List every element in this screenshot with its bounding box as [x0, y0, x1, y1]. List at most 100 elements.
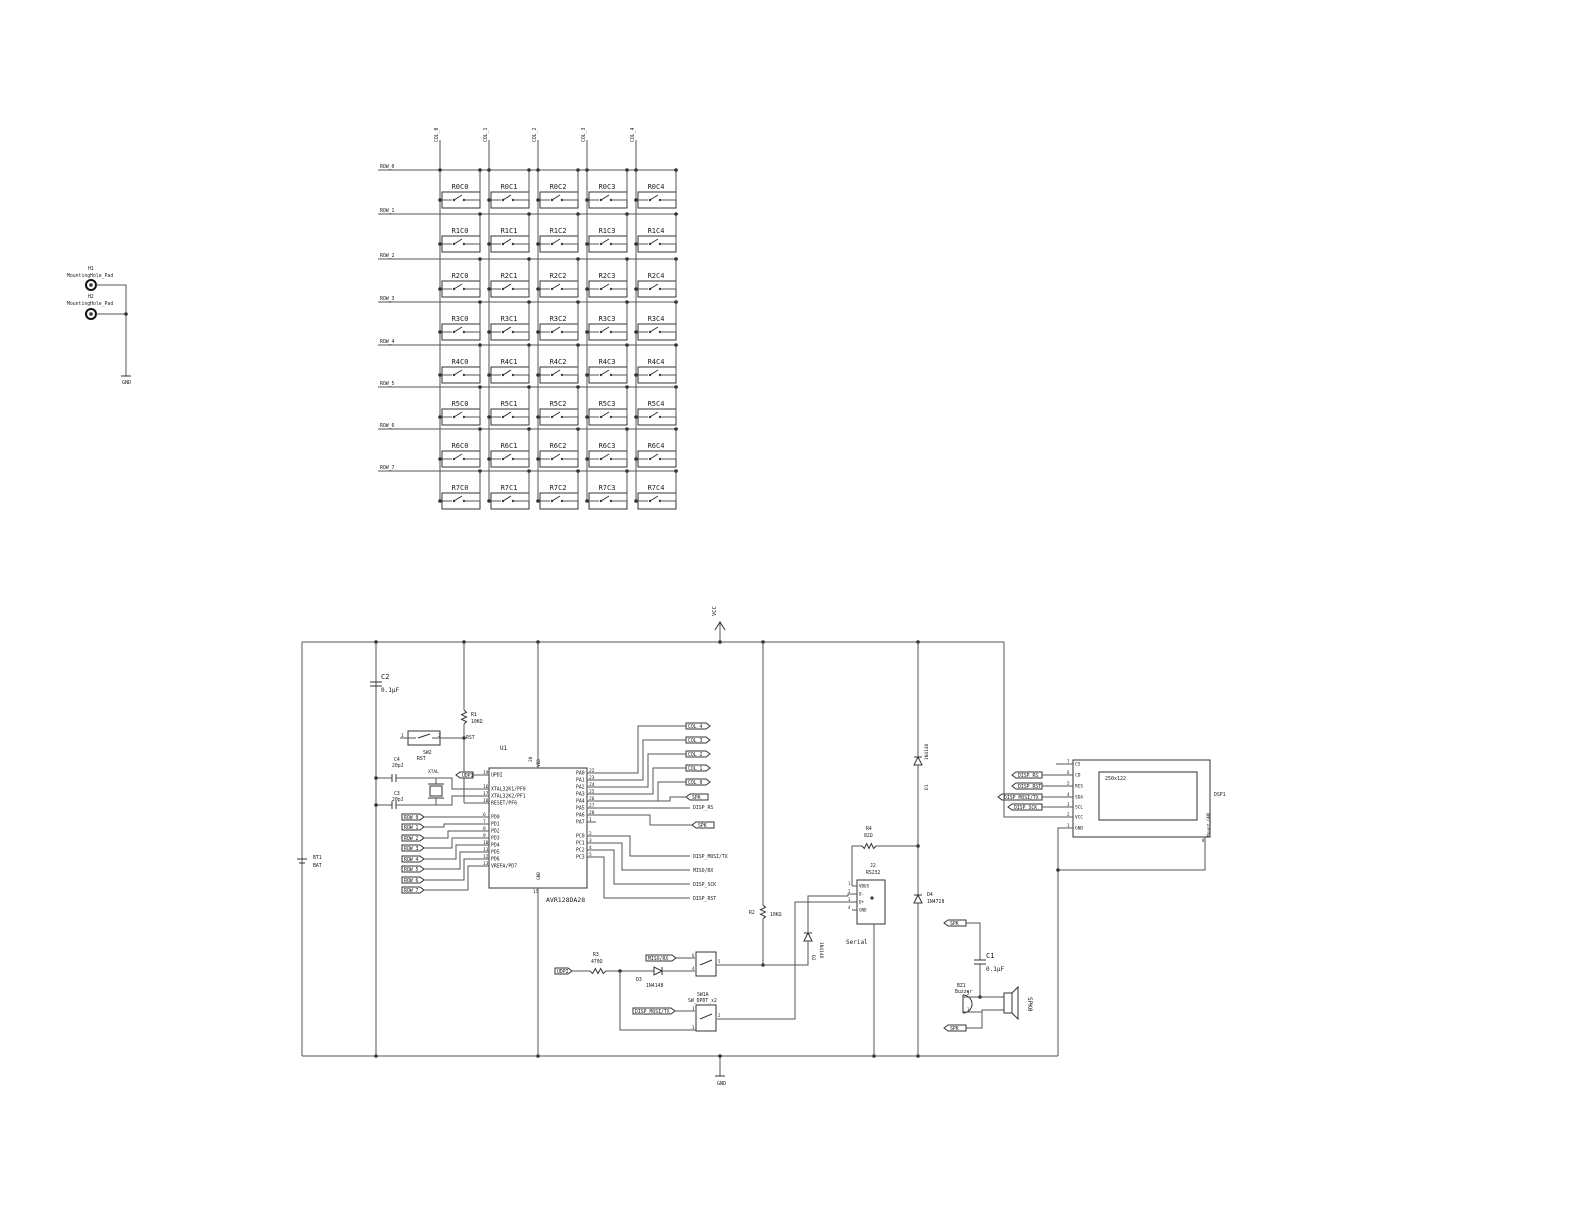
row-junction — [478, 168, 482, 172]
col-junction — [438, 242, 442, 246]
bt1-ref: BT1 — [313, 855, 322, 861]
u1-left-pin-name: VREFA/PD7 — [491, 864, 517, 870]
sw-lever — [551, 326, 561, 333]
col-junction — [634, 373, 638, 377]
switch-ref: R0C2 — [550, 183, 567, 191]
u1-left-pin-num: 17 — [483, 791, 489, 797]
col-net-label-2: COL_2 — [688, 752, 703, 758]
switch-ref: R2C3 — [599, 272, 616, 280]
sw-lever — [502, 326, 512, 333]
disp-pin-num: 6 — [1067, 770, 1070, 775]
row-net-label-2-shape — [401, 834, 425, 842]
c4-ref: C4 — [394, 757, 400, 763]
sw-lever — [502, 369, 512, 376]
row-net-wire — [424, 851, 482, 870]
r4-body — [861, 842, 877, 850]
col-net-wire — [596, 767, 686, 795]
sw-lever — [649, 283, 659, 290]
row-junction — [674, 168, 678, 172]
col-net-label-4: COL_0 — [688, 780, 703, 786]
switch-ref: R3C4 — [648, 315, 665, 323]
row-label-4: ROW_4 — [380, 339, 395, 345]
disp-pin-num: 4 — [1067, 792, 1070, 797]
u1-left-pin-num: 8 — [483, 826, 486, 832]
u1-gnd-pin: 15 — [533, 889, 539, 895]
row-junction — [576, 168, 580, 172]
u1-left-pin-num: 9 — [483, 833, 486, 839]
disp-net-label-0: DISP_RS — [1018, 773, 1038, 779]
switch-ref: R3C0 — [452, 315, 469, 323]
row-junction — [576, 427, 580, 431]
sw-lever — [502, 283, 512, 290]
row-junction — [576, 385, 580, 389]
c4-junction — [374, 776, 378, 780]
disp-mosi-wire — [596, 835, 690, 857]
sw-lever — [502, 453, 512, 460]
row-junction — [625, 300, 629, 304]
switch-ref: R7C1 — [501, 484, 518, 492]
sw-lever — [453, 495, 463, 502]
sw-lever — [551, 283, 561, 290]
u1-left-pin-num: 16 — [483, 784, 489, 790]
j2-pin-num: 2 — [848, 889, 851, 894]
sw-lever — [453, 453, 463, 460]
row-junction — [625, 212, 629, 216]
col-net-label-1: COL_3 — [688, 738, 703, 744]
col-junction — [438, 457, 442, 461]
spk-net-wire — [596, 796, 686, 802]
r4-wire — [851, 845, 862, 886]
disp-gnd-junction — [1056, 868, 1060, 872]
col-label-4: COL_4 — [630, 127, 636, 142]
u1-left-pin-name: XTAL32K1/PF0 — [491, 787, 526, 793]
j2-pin-num: 3 — [848, 897, 851, 902]
bt1-value: BAT — [313, 863, 322, 869]
u1-left-pin-name: PD6 — [491, 857, 500, 863]
disp-rst-net-label: DISP_RST — [693, 896, 716, 902]
switch-ref: R6C2 — [550, 442, 567, 450]
row-junction — [576, 212, 580, 216]
sw2-lever — [417, 733, 431, 739]
switch-ref: R1C4 — [648, 227, 665, 235]
disp-pin-num: 1 — [1067, 823, 1070, 828]
col-junction — [438, 373, 442, 377]
disp-gnd-wire — [1057, 827, 1065, 1056]
row-junction — [576, 257, 580, 261]
vcc-junction — [718, 640, 722, 644]
row-junction — [527, 469, 531, 473]
miso-net-label: MISO/RX — [693, 868, 713, 874]
row-junction — [625, 168, 629, 172]
row-junction — [625, 385, 629, 389]
bz1-ref: BZ1 — [957, 983, 966, 989]
sw2-value: RST — [417, 756, 426, 762]
row-net-wire — [424, 823, 482, 828]
disp-rst-wire — [596, 856, 690, 899]
row-net-label-4: ROW_4 — [404, 857, 419, 863]
sw1-pin3-wire — [619, 971, 696, 1031]
h2-hole — [89, 312, 93, 316]
disp-pin-name: RES — [1075, 784, 1083, 790]
col-net-label-0: COL_4 — [688, 724, 703, 730]
u1-ref: U1 — [500, 745, 508, 752]
sw-lever — [649, 238, 659, 245]
r1-value: 10KΩ — [471, 719, 483, 725]
d2-ref: D2 — [810, 955, 816, 961]
switch-ref: R1C1 — [501, 227, 518, 235]
row-junction — [674, 343, 678, 347]
u1-left-pin-name: UPDI — [491, 773, 503, 779]
u1-right-pin-num: 3 — [589, 838, 592, 844]
d4-body — [913, 893, 923, 904]
u1-left-pin-name: PD1 — [491, 822, 500, 828]
disp-sck-wire — [596, 849, 690, 885]
row-junction — [527, 300, 531, 304]
switch-ref: R6C0 — [452, 442, 469, 450]
u1-left-pin-num: 10 — [483, 840, 489, 846]
switch-ref: R3C3 — [599, 315, 616, 323]
disp-pin-num: 3 — [1067, 802, 1070, 807]
row-junction — [674, 427, 678, 431]
sw-lever — [502, 194, 512, 201]
r4-value: 82Ω — [864, 833, 873, 839]
switch-ref: R0C1 — [501, 183, 518, 191]
col-junction — [487, 242, 491, 246]
col-top-dot — [585, 168, 589, 172]
display-model: 250x122 — [1105, 776, 1126, 782]
